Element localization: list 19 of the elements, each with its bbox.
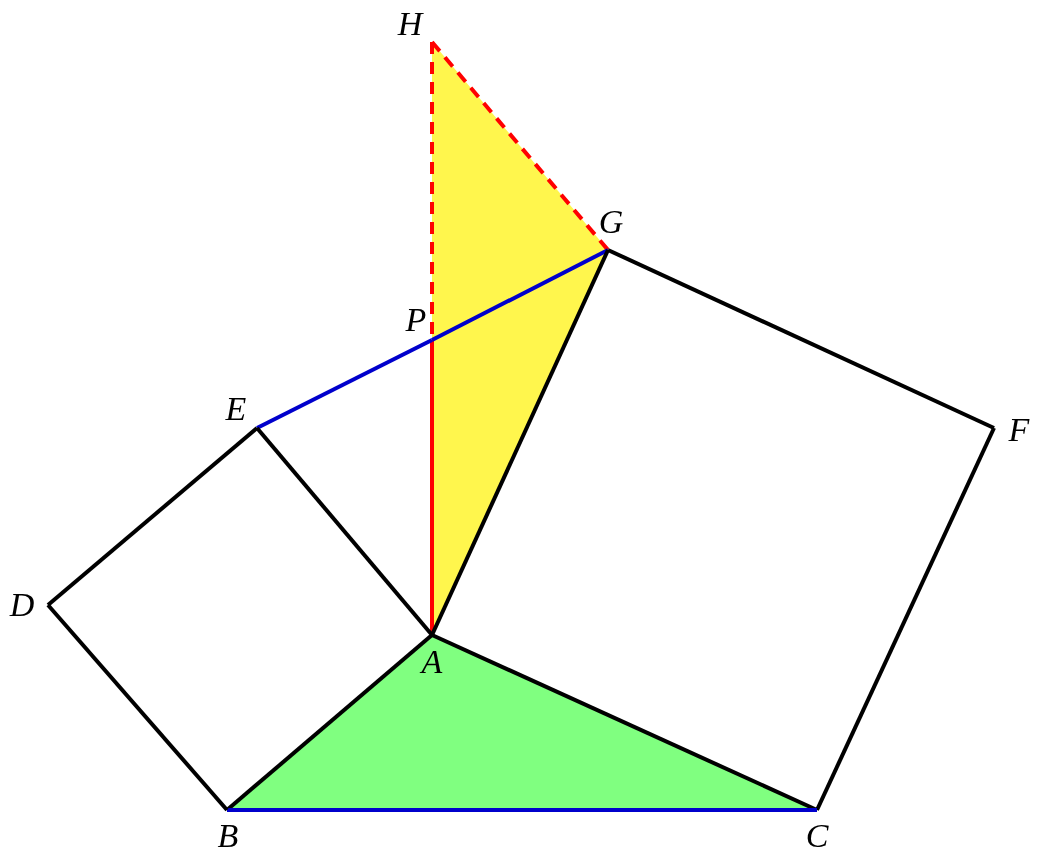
point-label: P [405,303,427,337]
point-label: A [421,645,443,679]
line-segment [607,248,995,430]
line-segment [430,40,610,252]
line-segment [46,426,259,607]
point-label: C [805,819,829,853]
point-label: B [217,819,239,853]
line-segment [256,338,433,430]
line-segment [46,603,229,812]
point-label: F [1008,413,1030,447]
line-segment [430,249,610,636]
line-segment [815,427,996,811]
point-label: D [9,588,35,622]
point-label: G [598,205,624,239]
line-segment [431,248,609,342]
line-segment [255,426,434,637]
point-label: H [397,7,423,41]
point-label: E [225,392,247,426]
line-segment [227,808,817,812]
